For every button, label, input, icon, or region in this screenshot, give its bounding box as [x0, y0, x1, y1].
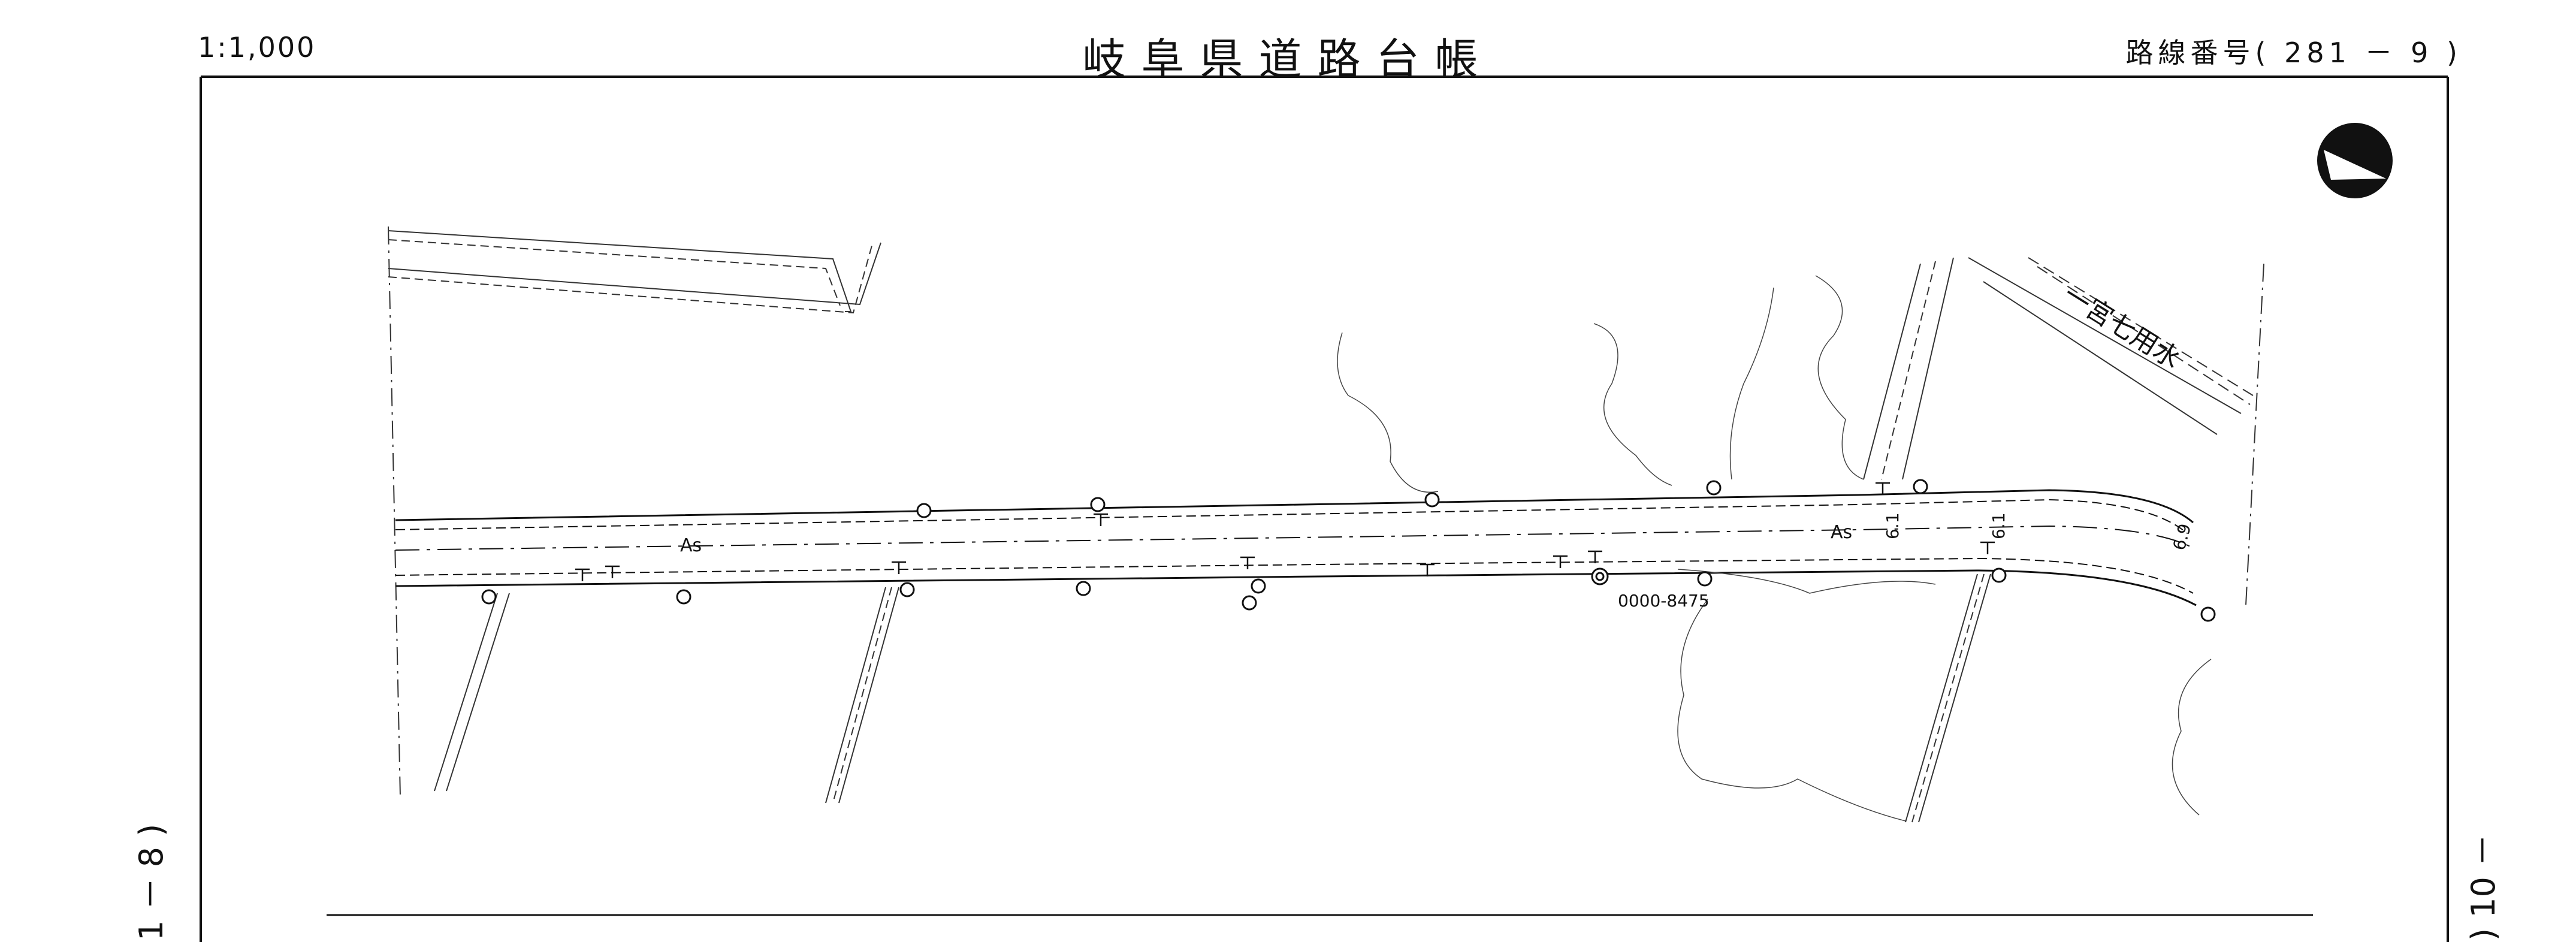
route-number: 路線番号( 281 － 9 ) [2126, 31, 2463, 71]
boundary-lines [388, 226, 2264, 798]
surface-label: As [1831, 522, 1852, 543]
route-suffix: ) [2447, 37, 2462, 69]
marker-code: 0000-8475 [1618, 591, 1710, 611]
building-block [388, 230, 881, 314]
width-label: 6.1 [1989, 512, 2009, 539]
route-prefix: 路線番号( [2125, 37, 2271, 69]
map-frame [200, 76, 2449, 942]
route-number-value: 281 [2284, 37, 2351, 69]
surface-label: As [680, 535, 702, 556]
terrain-outlines [1337, 275, 2212, 822]
manhole-symbols [575, 482, 1995, 581]
utility-markers [481, 479, 2216, 622]
map-scale: 1:1,000 [198, 31, 316, 64]
side-roads [434, 257, 1991, 823]
main-road [395, 489, 2197, 606]
route-sheet: 9 [2411, 37, 2433, 69]
north-arrow-icon [2317, 123, 2393, 198]
canal [1968, 257, 2254, 435]
canal-label: 一宮七用水 [2058, 279, 2186, 375]
route-dash: － [2364, 37, 2397, 69]
width-label: 6.1 [1883, 512, 1902, 539]
width-label: 6.9 [2169, 521, 2195, 552]
